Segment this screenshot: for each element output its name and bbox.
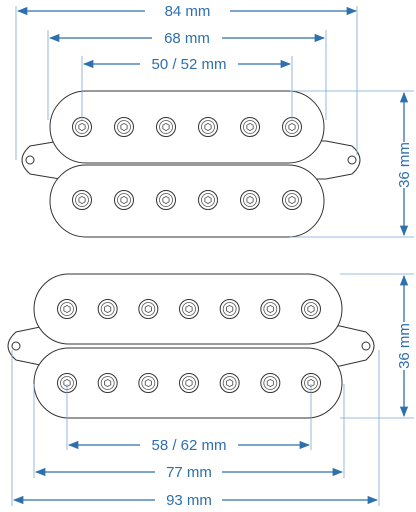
pole-ring-6-top-2 — [117, 120, 131, 134]
hex-socket-6-top-4 — [204, 122, 212, 132]
hex-socket-6-bottom-5 — [246, 195, 254, 205]
label-total-length-7: 93 mm — [166, 492, 212, 509]
mount-hole-right-6 — [347, 155, 357, 165]
pole-ring-6-bottom-5 — [243, 193, 257, 207]
hex-socket-7-bottom-4 — [185, 378, 193, 388]
pole-ring-6-top-4 — [201, 120, 215, 134]
hex-socket-7-top-4 — [185, 304, 193, 314]
pole-ring-6-bottom-4 — [201, 193, 215, 207]
label-width-6: 36 mm — [396, 142, 413, 188]
pole-pieces-7 — [57, 299, 321, 393]
hex-socket-6-bottom-3 — [162, 195, 170, 205]
hex-socket-7-bottom-2 — [104, 378, 112, 388]
hex-socket-7-top-3 — [144, 304, 152, 314]
label-width-7: 36 mm — [396, 323, 413, 369]
hex-socket-6-top-6 — [288, 122, 296, 132]
dim-total-length-7: 93 mm — [12, 492, 379, 509]
label-coil-length-7: 77 mm — [166, 464, 212, 481]
label-coil-length-6: 68 mm — [164, 30, 210, 47]
hex-socket-6-bottom-2 — [120, 195, 128, 205]
hex-socket-7-bottom-3 — [144, 378, 152, 388]
pole-ring-7-top-6 — [263, 302, 278, 316]
dim-pole-spacing-6: 50 / 52 mm — [82, 56, 292, 73]
hex-socket-7-bottom-6 — [266, 378, 274, 388]
dim-coil-length-6: 68 mm — [48, 30, 326, 47]
hex-socket-7-bottom-5 — [226, 378, 234, 388]
guide-lines-7 — [11, 273, 414, 506]
hex-socket-7-top-5 — [226, 304, 234, 314]
hex-socket-6-bottom-4 — [204, 195, 212, 205]
hex-socket-7-top-6 — [266, 304, 274, 314]
pole-ring-6-top-6 — [285, 120, 299, 134]
pole-ring-7-top-7 — [304, 302, 318, 316]
hex-socket-7-top-2 — [104, 304, 112, 314]
dim-total-length-6: 84 mm — [16, 3, 358, 20]
pole-ring-7-bottom-4 — [182, 376, 196, 390]
pole-ring-7-bottom-2 — [100, 376, 115, 390]
label-total-length-6: 84 mm — [165, 3, 211, 20]
pole-ring-7-top-1 — [60, 302, 74, 316]
hex-socket-6-top-1 — [78, 122, 86, 132]
pole-ring-7-top-4 — [182, 302, 196, 316]
hex-socket-6-top-3 — [162, 122, 170, 132]
dim-width-6: 36 mm — [396, 91, 413, 237]
pole-pieces-6 — [72, 117, 302, 210]
hex-socket-6-top-2 — [120, 122, 128, 132]
mount-hole-right-7 — [361, 341, 371, 351]
pickup-6-string — [21, 90, 361, 238]
hex-socket-6-bottom-1 — [78, 195, 86, 205]
dim-width-7: 36 mm — [396, 274, 413, 418]
mount-hole-left-6 — [25, 155, 35, 165]
pole-ring-6-top-1 — [75, 120, 89, 134]
label-pole-spacing-7: 58 / 62 mm — [151, 437, 226, 454]
pole-ring-6-bottom-2 — [117, 193, 131, 207]
pole-ring-6-top-5 — [243, 120, 257, 134]
coil-top-6 — [49, 90, 325, 164]
hex-socket-6-bottom-6 — [288, 195, 296, 205]
guide-lines-6 — [15, 6, 414, 238]
pole-ring-7-top-2 — [100, 302, 115, 316]
mount-hole-left-7 — [11, 341, 21, 351]
pole-ring-7-top-3 — [141, 302, 156, 316]
coil-bottom-6 — [49, 164, 325, 238]
hex-socket-7-top-1 — [63, 304, 71, 314]
pole-ring-6-bottom-6 — [285, 193, 299, 207]
dim-pole-spacing-7: 58 / 62 mm — [67, 437, 311, 454]
pole-ring-7-bottom-6 — [263, 376, 278, 390]
pole-ring-6-bottom-3 — [159, 193, 173, 207]
pole-ring-6-bottom-1 — [75, 193, 89, 207]
pole-ring-7-bottom-3 — [141, 376, 156, 390]
pole-ring-7-top-5 — [222, 302, 237, 316]
hex-socket-7-top-7 — [307, 304, 315, 314]
label-pole-spacing-6: 50 / 52 mm — [151, 56, 226, 73]
dim-coil-length-7: 77 mm — [34, 464, 344, 481]
pickup-7-string — [7, 273, 375, 419]
pole-ring-7-bottom-5 — [222, 376, 237, 390]
hex-socket-6-top-5 — [246, 122, 254, 132]
pole-ring-6-top-3 — [159, 120, 173, 134]
